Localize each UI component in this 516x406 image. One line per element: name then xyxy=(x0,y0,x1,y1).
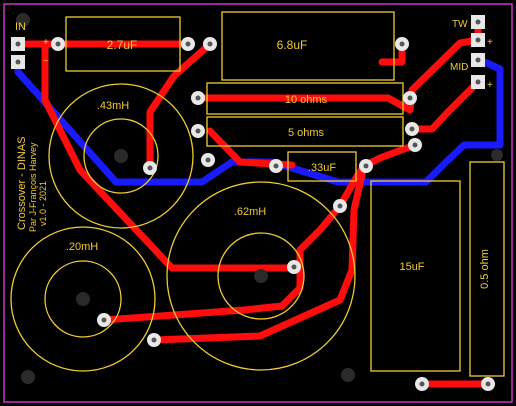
cap-033uf-label: .33uF xyxy=(308,162,336,174)
cap-6-8uf-label: 6.8uF xyxy=(277,38,308,52)
input-plus-sign: + xyxy=(43,37,49,48)
ind-020mh-label: .20mH xyxy=(66,241,98,253)
mid-label: MID xyxy=(450,62,468,73)
ind-062mh-label: .62mH xyxy=(234,206,266,218)
cap-033uf-outline xyxy=(287,151,357,182)
ind-043mh-inner xyxy=(83,118,159,194)
input-label: IN xyxy=(15,21,26,33)
mounting-holes xyxy=(16,13,503,384)
tweeter-plus-sign: + xyxy=(487,37,493,48)
cap-15uf-label: 15uF xyxy=(399,261,424,273)
cap-6-8uf-outline xyxy=(221,11,395,81)
ind-043mh-outer xyxy=(48,83,194,229)
inductor-center-holes xyxy=(76,149,268,306)
input-minus-sign: − xyxy=(43,56,49,67)
cap-2-7uf-outline xyxy=(65,16,181,72)
mid-plus-sign: + xyxy=(487,80,493,91)
res-0-5-ohm-label: 0.5 ohm xyxy=(479,249,491,289)
ind-020mh-outer xyxy=(10,226,156,372)
res-10-ohms-label: 10 ohms xyxy=(285,94,328,106)
pads xyxy=(11,15,495,391)
credits-title: Crossover - DINAS xyxy=(16,136,28,230)
ind-062mh-inner xyxy=(217,232,305,320)
ind-020mh-inner xyxy=(44,260,122,338)
credits-author: Par J-François Harvey xyxy=(28,142,38,232)
ind-043mh-label: .43mH xyxy=(97,100,129,112)
res-0-5-ohm-outline xyxy=(469,161,505,377)
res-10-ohms-outline xyxy=(206,82,404,115)
tweeter-label: TW xyxy=(452,19,468,30)
ind-062mh-outer xyxy=(166,181,356,371)
cap-15uf-outline xyxy=(370,180,461,372)
cap-2-7uf-label: 2.7uF xyxy=(107,38,138,52)
res-5-ohms-label: 5 ohms xyxy=(288,127,325,139)
res-5-ohms-outline xyxy=(206,116,404,147)
credits-version: v1.0 - 2021 xyxy=(38,181,48,226)
round-pads xyxy=(51,37,495,391)
silkscreen: 2.7uF 6.8uF 10 ohms 5 ohms .33uF 15uF 0.… xyxy=(10,11,505,377)
